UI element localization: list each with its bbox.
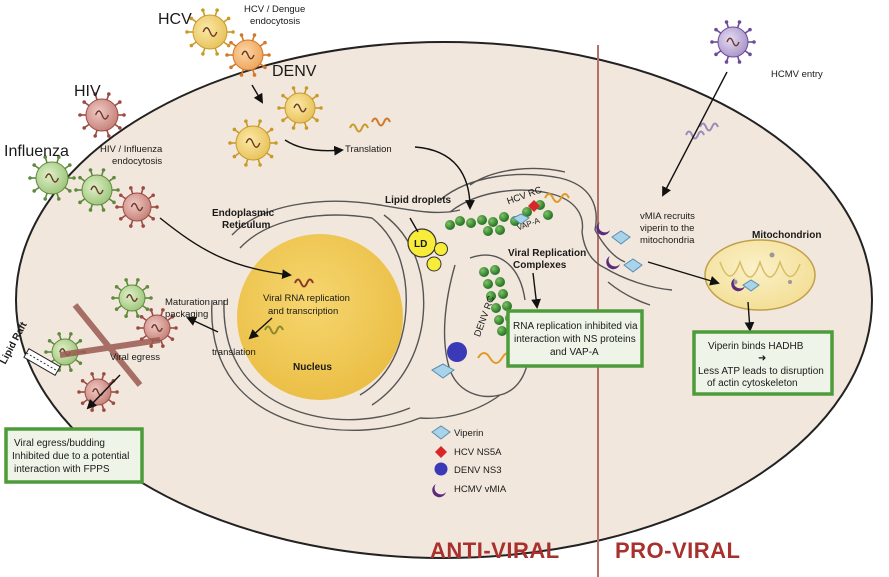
hadhb-box-text-1: Viperin binds HADHB bbox=[708, 341, 804, 352]
influenza-virion bbox=[28, 155, 76, 201]
viperin-icon bbox=[431, 425, 451, 440]
egress-blocked-cross bbox=[59, 303, 161, 387]
hiv-virion bbox=[136, 308, 178, 348]
rna-inhibition-box bbox=[506, 309, 644, 368]
pathway-arrows bbox=[86, 71, 755, 410]
vmia-viperin-complexes bbox=[596, 222, 760, 292]
hadhb-box-text-3: of actin cytoskeleton bbox=[707, 378, 798, 389]
ld-label: LD bbox=[414, 239, 427, 250]
viral-egress-label: Viral egress bbox=[110, 352, 160, 363]
pro-viral-banner: PRO-VIRAL bbox=[615, 538, 741, 563]
hcmv-entry-label: HCMV entry bbox=[771, 69, 823, 80]
denv-virion bbox=[228, 119, 278, 167]
legend-label-ns5a: HCV NS5A bbox=[454, 447, 502, 458]
hcv-replication-complex bbox=[445, 193, 570, 236]
viral-rna-strand bbox=[264, 325, 284, 335]
diamond-icon bbox=[435, 446, 447, 458]
vrc-label: Viral Replication bbox=[508, 248, 586, 259]
egress-box-text-3: interaction with FPPS bbox=[14, 464, 110, 475]
lipid-raft bbox=[23, 347, 61, 377]
anti-viral-banner: ANTI-VIRAL bbox=[430, 538, 560, 563]
hadhb-box-text-2: Less ATP leads to disruption bbox=[698, 366, 824, 377]
viperin-icon bbox=[611, 230, 631, 245]
translation-label-bottom: translation bbox=[212, 347, 256, 358]
mitochondrion bbox=[704, 239, 816, 311]
viperin-icon bbox=[742, 279, 760, 292]
mitochondrion-label: Mitochondrion bbox=[752, 230, 821, 241]
lipid-droplets-label: Lipid droplets bbox=[385, 195, 452, 206]
legend-label-vmia: HCMV vMIA bbox=[454, 484, 507, 495]
influenza-virion bbox=[111, 278, 153, 318]
influenza-label: Influenza bbox=[4, 143, 69, 160]
hiv-label: HIV bbox=[74, 83, 101, 100]
nucleus-label: Nucleus bbox=[293, 362, 332, 373]
viral-rna-strand bbox=[371, 117, 391, 127]
hiv-flu-entry-label-2: endocytosis bbox=[112, 156, 162, 167]
ns5a-icon bbox=[528, 200, 540, 212]
hcv-virion bbox=[225, 33, 271, 77]
maturation-label: Maturation and bbox=[165, 297, 228, 308]
vmia-label: vMIA recruits bbox=[640, 211, 695, 222]
viperin-icon bbox=[623, 258, 643, 273]
lipid-droplets bbox=[407, 228, 448, 272]
translation-label: Translation bbox=[345, 144, 392, 155]
viperin-icon bbox=[431, 363, 455, 379]
maturation-label-2: packaging bbox=[165, 309, 208, 320]
nucleus bbox=[237, 234, 403, 400]
crescent-icon bbox=[432, 484, 446, 498]
hiv-virion bbox=[115, 186, 159, 228]
egress-inhibition-box bbox=[4, 427, 144, 484]
ns3-icon bbox=[447, 342, 467, 362]
viral-rna-strand bbox=[294, 278, 314, 288]
viral-rna-strand bbox=[685, 130, 705, 140]
er-label-2: Reticulum bbox=[222, 220, 270, 231]
vrc-label-2: Complexes bbox=[513, 260, 567, 271]
legend: Viperin HCV NS5A DENV NS3 HCMV vMIA bbox=[431, 425, 507, 498]
vmia-label-3: mitochondria bbox=[640, 235, 695, 246]
influenza-virion bbox=[74, 168, 120, 212]
vmia-icon bbox=[596, 222, 610, 236]
viral-rna-strand bbox=[349, 123, 369, 133]
replication-label-2: and transcription bbox=[268, 306, 338, 317]
denv-virion bbox=[277, 86, 323, 130]
replication-label: Viral RNA replication bbox=[263, 293, 350, 304]
rna-box-text-2: interaction with NS proteins bbox=[514, 334, 636, 345]
vmia-icon bbox=[731, 278, 745, 292]
viperin-icon bbox=[512, 213, 530, 225]
egress-box-text-1: Viral egress/budding bbox=[14, 438, 105, 449]
hcv-virion bbox=[185, 8, 235, 56]
hadhb-box bbox=[692, 330, 834, 396]
denv-label: DENV bbox=[272, 63, 317, 80]
legend-label-viperin: Viperin bbox=[454, 428, 483, 439]
hcv-label: HCV bbox=[158, 11, 192, 28]
vmia-icon bbox=[606, 256, 620, 270]
lipid-droplet-ld bbox=[407, 228, 437, 258]
hiv-flu-entry-label: HIV / Influenza bbox=[100, 144, 163, 155]
hcv-dengue-entry-label: HCV / Dengue bbox=[244, 4, 305, 15]
rna-box-text-3: and VAP-A bbox=[550, 347, 599, 358]
rna-box-text-1: RNA replication inhibited via bbox=[513, 321, 638, 332]
legend-label-ns3: DENV NS3 bbox=[454, 465, 502, 476]
hcv-dengue-entry-label-2: endocytosis bbox=[250, 16, 300, 27]
circle-icon bbox=[434, 462, 448, 476]
hcmv-virion bbox=[710, 20, 756, 64]
viral-rna-strand bbox=[544, 193, 570, 203]
cell-membrane bbox=[15, 41, 873, 559]
er-label: Endoplasmic bbox=[212, 208, 275, 219]
vmia-label-2: viperin to the bbox=[640, 223, 694, 234]
hiv-virion bbox=[78, 92, 126, 138]
hadhb-box-arrow: ➜ bbox=[758, 353, 766, 364]
viral-rna-strand bbox=[699, 122, 719, 132]
egress-box-text-2: Inhibited due to a potential bbox=[12, 451, 129, 462]
